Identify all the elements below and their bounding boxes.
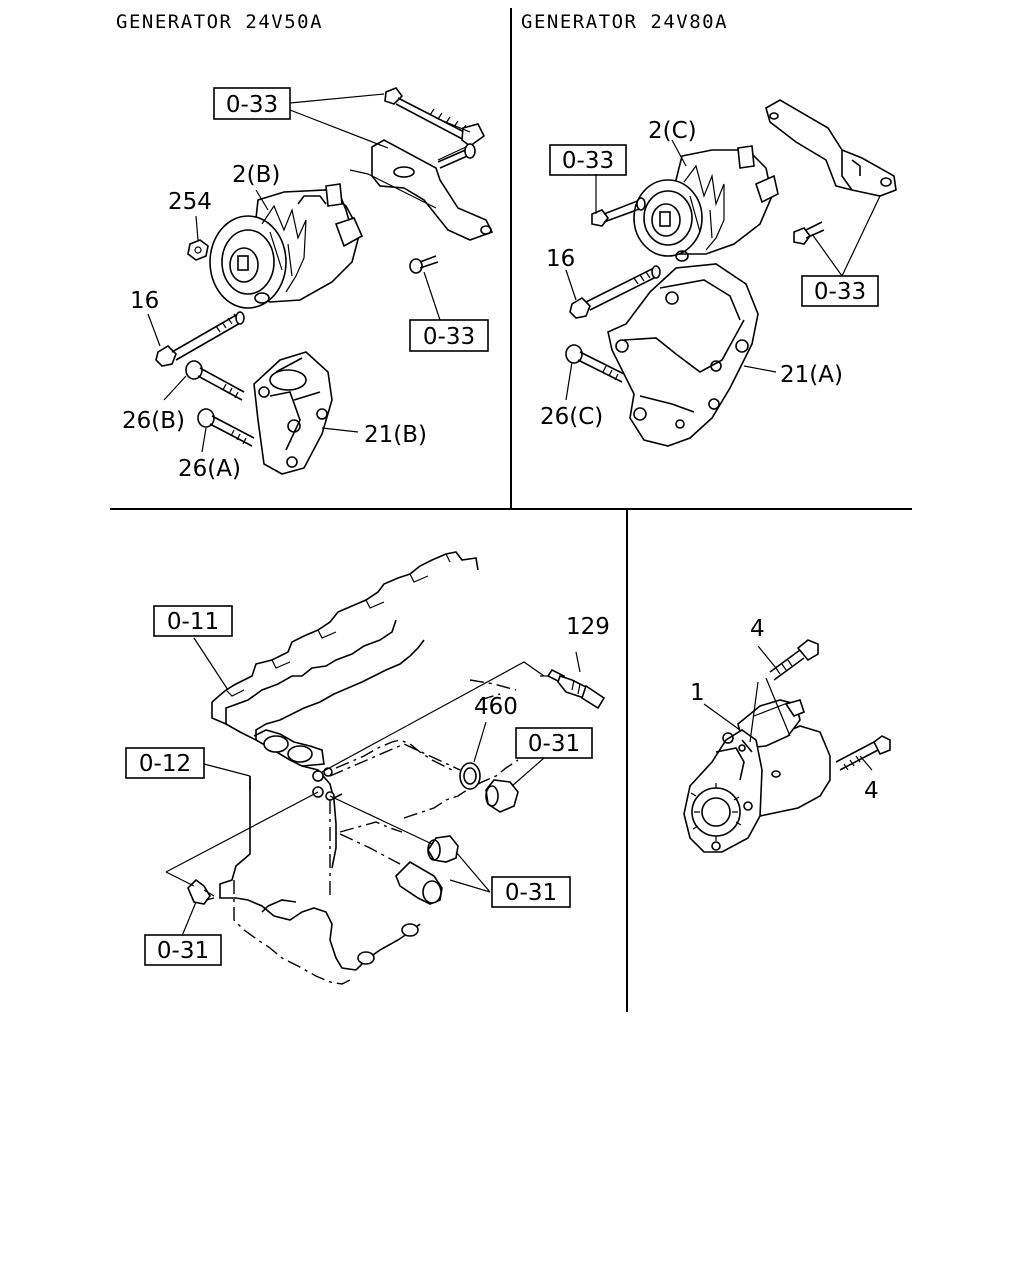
washer-icon bbox=[459, 762, 481, 790]
callout-460: 460 bbox=[474, 694, 518, 720]
ref-box-0-31-right bbox=[515, 727, 593, 759]
callout-129: 129 bbox=[566, 614, 610, 640]
bolt-icon bbox=[565, 344, 625, 383]
bolt-icon bbox=[793, 221, 825, 245]
generator-icon bbox=[209, 169, 437, 309]
bolt-icon bbox=[437, 143, 476, 169]
callout-26c: 26(C) bbox=[540, 404, 603, 430]
panel-title-24v80a: GENERATOR 24V80A bbox=[521, 11, 728, 33]
callout-254: 254 bbox=[168, 189, 212, 215]
callout-4-right: 4 bbox=[864, 778, 879, 804]
ref-box-0-33-top bbox=[213, 87, 291, 120]
bolt-icon bbox=[769, 639, 819, 681]
starter-motor-icon bbox=[683, 699, 831, 853]
generator-24v50a-assembly bbox=[147, 87, 494, 475]
callout-26b: 26(B) bbox=[122, 408, 185, 434]
bracket-icon bbox=[371, 117, 494, 241]
callout-21a: 21(A) bbox=[780, 362, 843, 388]
nut-icon bbox=[187, 239, 209, 261]
ref-label-0-31-right: 0-31 bbox=[528, 731, 580, 757]
bracket-icon bbox=[607, 263, 759, 447]
ref-label-0-33-right: 0-33 bbox=[423, 324, 475, 350]
bolt-icon bbox=[185, 360, 245, 401]
bracket-icon bbox=[765, 99, 897, 197]
starter-assembly bbox=[683, 639, 891, 853]
callout-16-left: 16 bbox=[130, 288, 159, 314]
bolt-icon bbox=[197, 408, 255, 447]
ref-box-0-33-left-b bbox=[549, 144, 627, 176]
callout-2c: 2(C) bbox=[648, 118, 697, 144]
callout-21b: 21(B) bbox=[364, 422, 427, 448]
callout-1: 1 bbox=[690, 680, 705, 706]
ref-box-0-33-right bbox=[409, 319, 489, 352]
ref-box-0-31-bottom bbox=[144, 934, 222, 966]
ref-box-0-11 bbox=[153, 605, 233, 637]
ref-label-0-31-bottom: 0-31 bbox=[157, 938, 209, 964]
ref-label-0-11: 0-11 bbox=[167, 609, 219, 635]
ref-label-0-31-mid: 0-31 bbox=[505, 880, 557, 906]
plug-icon bbox=[187, 878, 215, 905]
panel-title-24v50a: GENERATOR 24V50A bbox=[116, 11, 323, 33]
ref-label-0-33-left-b: 0-33 bbox=[562, 148, 614, 174]
callout-4-top: 4 bbox=[750, 616, 765, 642]
callout-26a: 26(A) bbox=[178, 456, 241, 482]
bolt-icon bbox=[835, 735, 891, 771]
engine-block-assembly bbox=[165, 551, 606, 985]
generator-24v80a-assembly bbox=[565, 99, 897, 447]
ref-box-0-31-mid bbox=[491, 876, 571, 908]
engine-block-icon bbox=[211, 551, 519, 985]
plug-icon bbox=[395, 835, 459, 905]
ref-label-0-33-top: 0-33 bbox=[226, 92, 278, 118]
bolt-icon bbox=[409, 255, 439, 274]
bolt-icon bbox=[569, 265, 661, 319]
callout-2b: 2(B) bbox=[232, 162, 280, 188]
bolt-icon bbox=[155, 311, 245, 367]
plug-icon bbox=[485, 757, 545, 813]
ref-label-0-33-right-b: 0-33 bbox=[814, 279, 866, 305]
ref-box-0-33-right-b bbox=[801, 275, 879, 307]
bolt-icon bbox=[384, 87, 486, 147]
callout-16-right: 16 bbox=[546, 246, 575, 272]
bracket-icon bbox=[253, 351, 333, 475]
ref-label-0-12: 0-12 bbox=[139, 751, 191, 777]
generator-icon bbox=[633, 145, 779, 262]
sensor-icon bbox=[540, 651, 606, 710]
ref-box-0-12 bbox=[125, 747, 205, 779]
